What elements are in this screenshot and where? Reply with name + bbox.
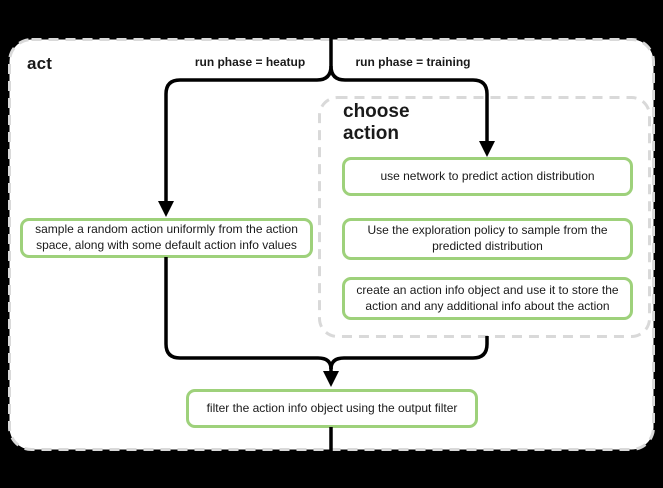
connector-training-branch: [329, 65, 489, 141]
node-create-action-info: create an action info object and use it …: [342, 277, 633, 320]
node-sample-random-action: sample a random action uniformly from th…: [20, 218, 313, 258]
node-filter-output: filter the action info object using the …: [186, 389, 478, 428]
choose-action-group-title: choose action: [343, 101, 410, 144]
connector-training-to-merge: [329, 336, 489, 370]
node-predict-distribution: use network to predict action distributi…: [342, 157, 633, 196]
act-group-title: act: [27, 54, 53, 73]
connector-heatup-to-merge: [164, 257, 333, 370]
branch-label-training: run phase = training: [355, 55, 471, 69]
arrowhead-into-predict-node: [479, 141, 495, 157]
arrowhead-into-filter-node: [323, 371, 339, 387]
arrowhead-into-sample-node: [158, 201, 174, 217]
connector-heatup-branch: [164, 30, 333, 201]
branch-label-heatup: run phase = heatup: [194, 55, 306, 69]
node-exploration-policy: Use the exploration policy to sample fro…: [342, 218, 633, 260]
